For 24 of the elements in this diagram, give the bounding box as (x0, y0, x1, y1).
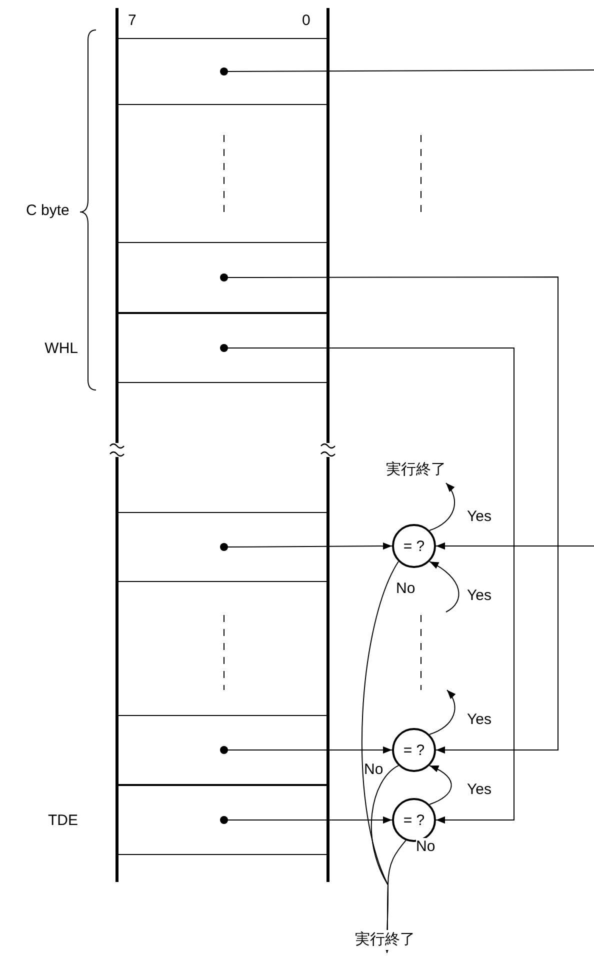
memory-cell (118, 715, 327, 785)
memory-cell (118, 38, 327, 105)
end-label: 実行終了 (355, 930, 415, 950)
bit-number: 7 (128, 12, 136, 30)
compare-circle: = ? (392, 798, 436, 842)
compare-circle: = ? (392, 524, 436, 568)
arrow (429, 765, 452, 805)
arrow (436, 542, 594, 550)
arrow (220, 746, 392, 754)
arrow (429, 561, 460, 612)
arrow (220, 816, 392, 824)
range-label: C byte (26, 202, 70, 220)
arrow (220, 344, 514, 824)
bit-number: 0 (302, 12, 310, 30)
arrow (220, 274, 558, 754)
arrow (429, 690, 456, 735)
arrow (429, 482, 455, 531)
memory-cell (118, 512, 327, 582)
register-label: TDE (48, 811, 78, 831)
compare-circle: = ? (392, 728, 436, 772)
memory-cell (118, 242, 327, 313)
arrow (220, 542, 392, 551)
connector-line (220, 68, 594, 76)
register-label: WHL (44, 339, 78, 359)
